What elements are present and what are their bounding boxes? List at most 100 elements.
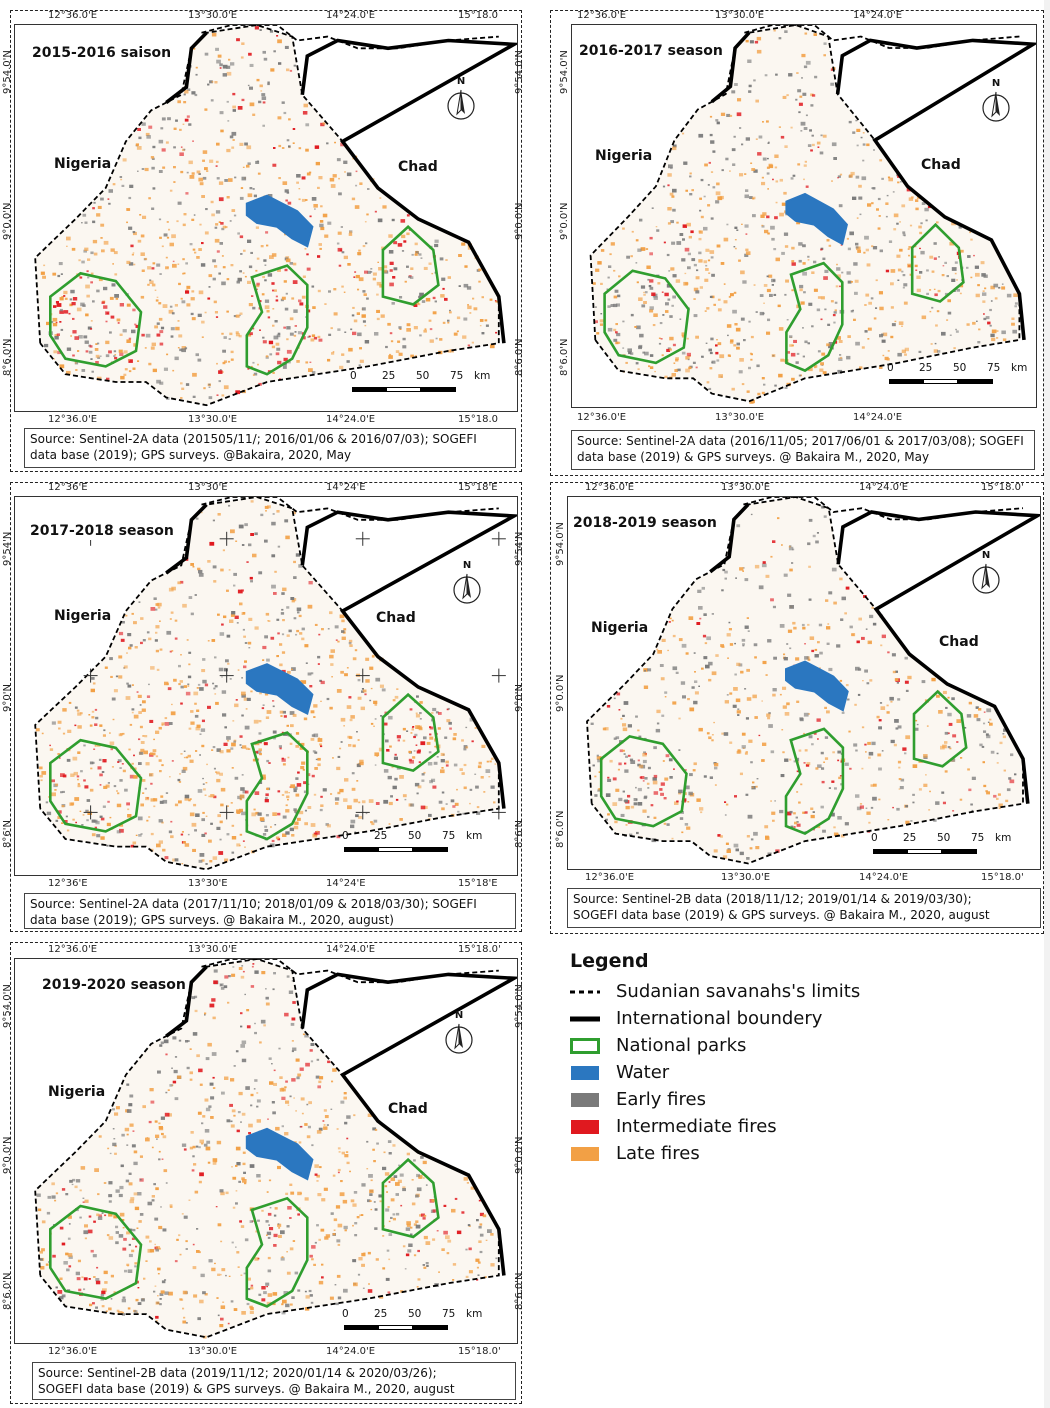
bottom-coordinate-label: 12°36.0'E	[48, 1346, 98, 1357]
country-label-nigeria: Nigeria	[595, 148, 653, 164]
scale-segment	[412, 1325, 448, 1330]
international-boundary-line	[835, 38, 1036, 341]
bottom-coordinate-label: 12°36.0'E	[585, 872, 635, 883]
north-arrow-icon: N	[444, 76, 478, 122]
left-coordinate-label: 9°54.0'N	[555, 522, 566, 566]
north-label: N	[991, 78, 1001, 89]
right-coordinate-label: 8°6.0'N	[514, 338, 525, 377]
lake-water	[245, 1127, 314, 1181]
lake-water	[245, 663, 314, 716]
savanna-limit-line	[201, 497, 499, 521]
bottom-coordinate-label: 14°24.0'E	[859, 872, 909, 883]
savanna-limit-line	[589, 25, 1021, 403]
fire-map-canvas	[34, 25, 517, 407]
national-park-outline	[381, 692, 440, 773]
national-park-outline	[603, 269, 690, 365]
source-line: data base (2019); GPS surveys. @Bakaira,…	[30, 448, 352, 462]
bottom-coordinate-label: 12°36'E	[48, 878, 88, 889]
legend-item-international-boundary: International boundery	[570, 1005, 900, 1032]
international-boundary-line	[300, 510, 517, 809]
scale-tick-label: 25	[919, 362, 933, 374]
compass-rose-icon	[972, 563, 1000, 594]
left-coordinate-label: 9°0.0'N	[559, 202, 570, 241]
map-frame	[14, 24, 518, 412]
scale-segment	[957, 379, 993, 384]
legend-item-national-parks: National parks	[570, 1032, 900, 1059]
top-coordinate-label: 13°30'E	[188, 482, 228, 493]
season-title: 2015-2016 saison	[30, 44, 174, 62]
scale-segment	[907, 849, 943, 854]
fire-map-canvas	[589, 25, 1036, 404]
top-coordinate-label: 12°36.0'E	[48, 944, 98, 955]
bottom-coordinate-label: 13°30.0'E	[715, 412, 765, 423]
source-caption: Source: Sentinel-2A data (201505/11/; 20…	[24, 428, 516, 468]
source-line: SOGEFI data base (2019) & GPS surveys. @…	[573, 908, 990, 922]
right-coordinate-label: 9°54.0'N	[514, 50, 525, 94]
scale-segment	[344, 1325, 380, 1330]
scale-segment	[873, 849, 909, 854]
national-park-outline	[48, 271, 143, 368]
top-coordinate-label: 13°30.0'E	[188, 944, 238, 955]
scale-tick-label: 0	[350, 370, 357, 382]
fire-pixels	[592, 29, 1018, 404]
map-legend: Legend Sudanian savanahs's limits Intern…	[570, 950, 900, 1167]
country-label-chad: Chad	[376, 610, 416, 626]
national-park-outline	[381, 1157, 440, 1239]
right-coordinate-label: 9°0.0'N	[514, 202, 525, 241]
savanna-limit-line	[201, 25, 499, 50]
north-arrow-icon: N	[450, 560, 484, 606]
international-boundary-line	[300, 38, 517, 344]
page-edge-shade	[1044, 0, 1050, 1408]
savanna-limit-line	[744, 25, 1020, 49]
top-coordinate-label: 15°18.0	[458, 10, 498, 21]
season-title: 2016-2017 season	[577, 42, 725, 60]
source-caption: Source: Sentinel-2B data (2018/11/12; 20…	[567, 888, 1041, 928]
scale-segment	[420, 387, 456, 392]
left-coordinate-label: 9°54.0'N	[559, 50, 570, 94]
national-park-outline	[245, 1196, 309, 1308]
bottom-coordinate-label: 13°30.0'E	[188, 1346, 238, 1357]
scale-tick-label: 25	[903, 832, 917, 844]
national-park-outline	[48, 1204, 143, 1301]
scale-segment	[889, 379, 925, 384]
legend-item-savanna-limits: Sudanian savanahs's limits	[570, 978, 900, 1005]
national-park-outline	[784, 727, 845, 836]
bottom-coordinate-label: 15°18.0'	[458, 1346, 501, 1357]
national-park-outline	[381, 225, 440, 306]
north-label: N	[981, 550, 991, 561]
scale-tick-label: 50	[953, 362, 967, 374]
legend-label: Sudanian savanahs's limits	[616, 981, 861, 1002]
bottom-coordinate-label: 14°24.0'E	[326, 1346, 376, 1357]
top-coordinate-label: 14°24'E	[326, 482, 366, 493]
bottom-coordinate-label: 14°24.0'E	[326, 414, 376, 425]
scale-segment	[378, 1325, 414, 1330]
top-coordinate-label: 12°36'E	[48, 482, 88, 493]
country-label-nigeria: Nigeria	[591, 620, 649, 636]
savanna-limit-line	[34, 497, 500, 871]
left-coordinate-label: 9°0'N	[2, 684, 13, 712]
scale-tick-label: 50	[937, 832, 951, 844]
scale-tick-label: 25	[374, 1308, 388, 1320]
international-boundary-line	[165, 965, 208, 1038]
legend-title: Legend	[570, 950, 649, 972]
source-caption: Source: Sentinel-2A data (2016/11/05; 20…	[571, 430, 1035, 470]
scale-tick-label: 0	[342, 830, 349, 842]
scale-tick-label: 75	[971, 832, 985, 844]
top-coordinate-label: 14°24.0'E	[859, 482, 909, 493]
international-boundary-line	[709, 503, 750, 574]
bottom-coordinate-label: 14°24'E	[326, 878, 366, 889]
fire-map-canvas	[586, 497, 1040, 865]
north-label: N	[456, 76, 466, 87]
bottom-coordinate-label: 15°18.0	[458, 414, 498, 425]
bottom-coordinate-label: 12°36.0'E	[48, 414, 98, 425]
left-coordinate-label: 8°6.0'N	[2, 338, 13, 377]
map-frame	[571, 24, 1037, 408]
scale-segment	[923, 379, 959, 384]
left-coordinate-label: 8°6'N	[2, 820, 13, 848]
north-label: N	[454, 1010, 464, 1021]
top-coordinate-label: 15°18'E	[458, 482, 498, 493]
north-arrow-icon: N	[969, 550, 1003, 596]
